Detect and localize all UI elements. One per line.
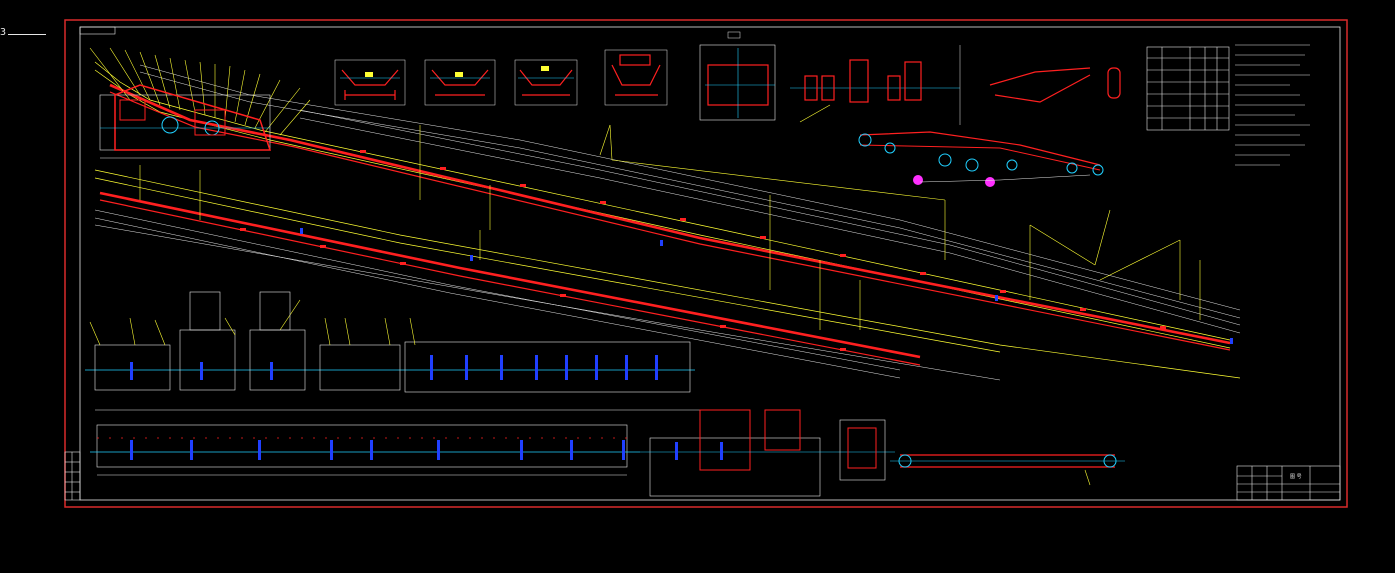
idler-section-4 [604, 49, 668, 106]
conveyor-blue-markers [300, 228, 1233, 344]
drive-station-detail [99, 84, 272, 159]
title-block [1236, 465, 1341, 501]
sheet-outer-frame [64, 19, 1348, 508]
technical-notes [1235, 44, 1310, 166]
conveyor-main-lower [94, 169, 1241, 381]
lower-middle-details [640, 409, 895, 497]
lower-elevation-left-posts [130, 355, 658, 380]
left-binding-strip [64, 451, 81, 501]
sheet-inner-frame [79, 26, 1341, 501]
corner-index-line [8, 34, 46, 35]
corner-index-label: 3 [0, 27, 7, 38]
lower-elevation-left [85, 291, 700, 411]
title-block-label: 图 号 [1290, 474, 1302, 480]
long-section-posts [130, 440, 625, 460]
belt-path-schematic [989, 67, 1121, 103]
conveyor-nodes [240, 150, 1166, 351]
sheet-tag-box [79, 26, 116, 35]
pulley-frame-view [699, 31, 776, 121]
parts-table [1146, 46, 1230, 131]
horizontal-belt-detail [890, 454, 1125, 486]
idler-section-2 [424, 59, 496, 106]
pulley-arrangement [858, 131, 1104, 187]
idler-section-1 [334, 59, 406, 106]
tensioner-detail [790, 45, 961, 125]
lower-elevation-left-leaders [89, 317, 416, 346]
conveyor-main-upper [94, 61, 1241, 351]
long-section-bottom [90, 424, 640, 476]
idler-section-3 [514, 59, 578, 106]
